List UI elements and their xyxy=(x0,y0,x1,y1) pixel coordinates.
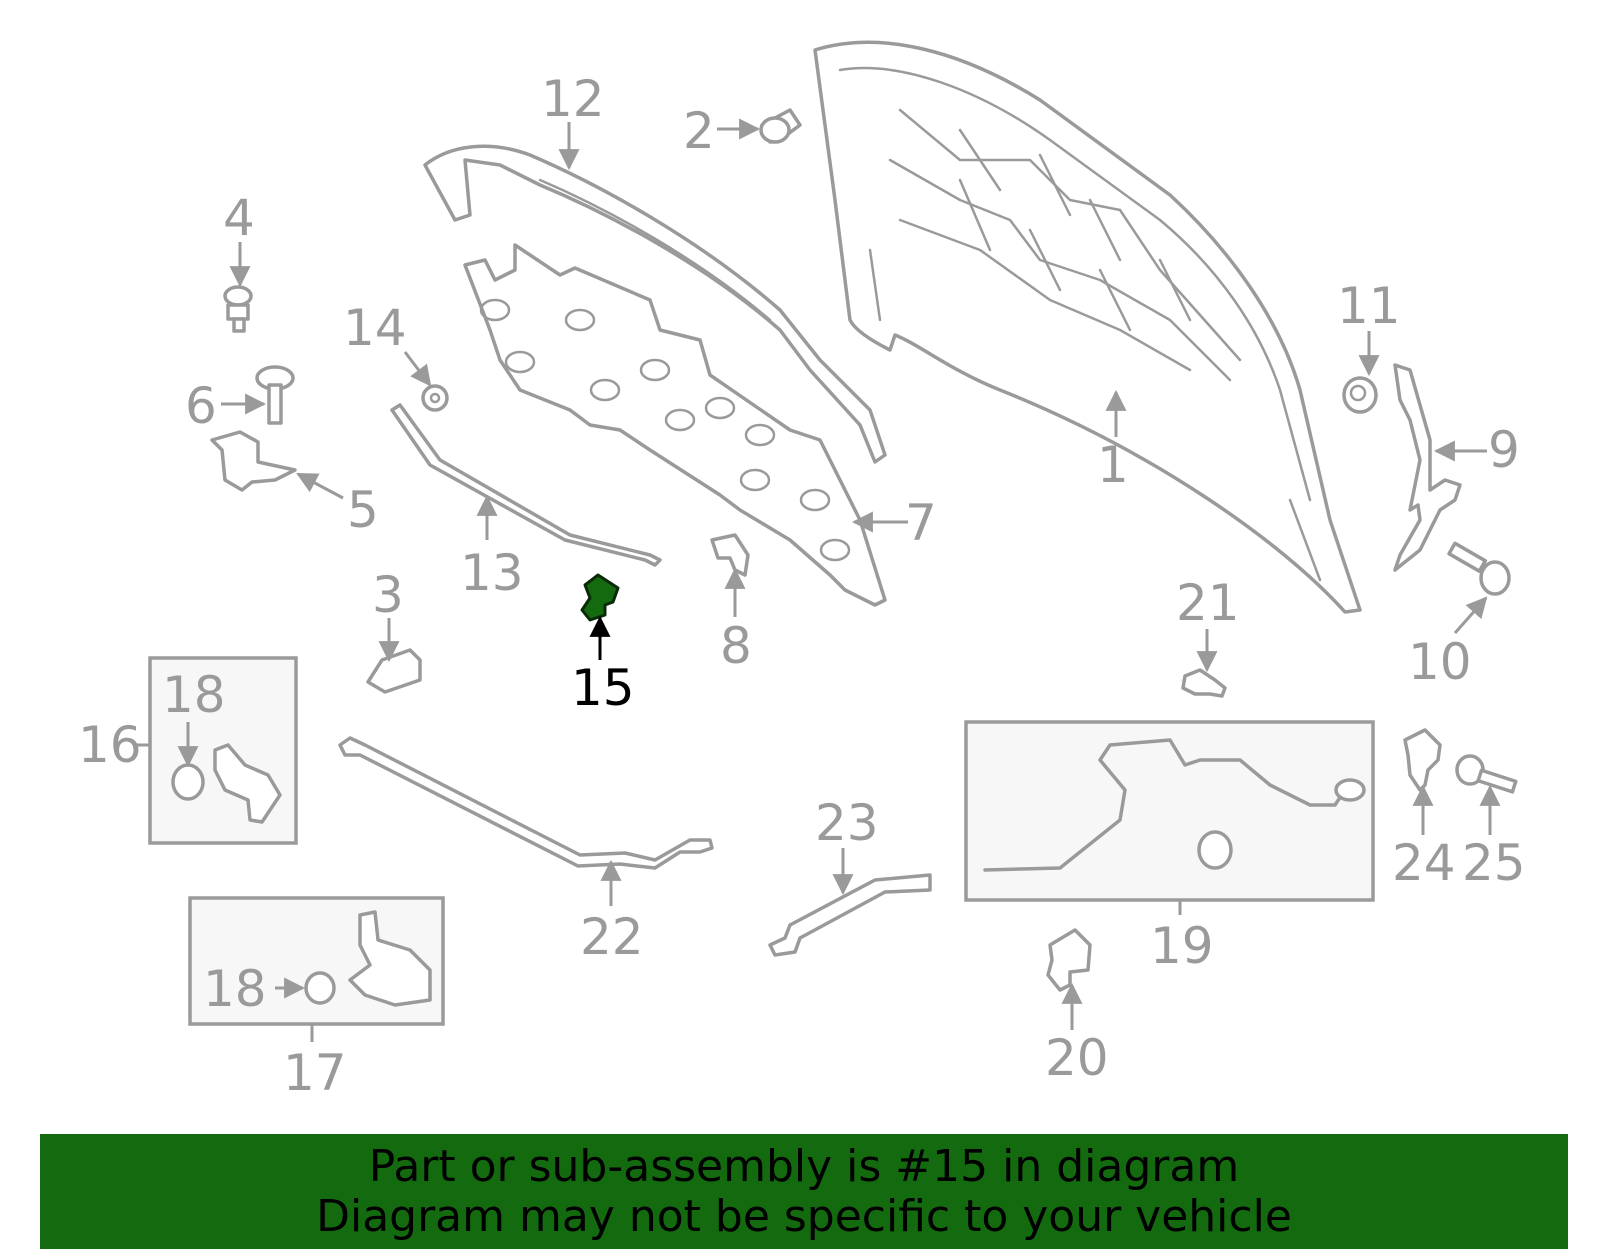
assembly-box-19 xyxy=(964,720,1375,902)
callout-10: 10 xyxy=(1408,633,1472,691)
clip-24 xyxy=(1403,728,1442,792)
callout-7: 7 xyxy=(905,494,937,552)
bolt xyxy=(255,365,295,425)
hinge-bolt xyxy=(1447,541,1511,596)
callout-8: 8 xyxy=(720,617,752,675)
callout-23: 23 xyxy=(815,794,879,852)
bracket xyxy=(210,430,297,492)
bolt-25 xyxy=(1455,754,1518,794)
hood-hinge xyxy=(1393,363,1462,572)
callout-21: 21 xyxy=(1176,574,1240,632)
callout-11: 11 xyxy=(1337,277,1401,335)
callout-15[interactable]: 15 xyxy=(571,659,635,717)
leader-arrows xyxy=(135,118,1501,1042)
info-banner: Part or sub-assembly is #15 in diagram D… xyxy=(40,1134,1568,1249)
callout-9: 9 xyxy=(1488,421,1520,479)
washer xyxy=(421,384,449,412)
hood-insulator xyxy=(463,243,887,607)
connector xyxy=(1181,668,1227,698)
callout-12: 12 xyxy=(541,70,605,128)
highlighted-part-15[interactable] xyxy=(580,573,620,622)
callout-4: 4 xyxy=(223,189,255,247)
callout-5: 5 xyxy=(347,481,379,539)
bracket-20 xyxy=(1046,928,1092,992)
cable-19 xyxy=(983,738,1366,872)
push-clip xyxy=(223,285,253,333)
callout-18-box16: 18 xyxy=(162,666,226,724)
hood-panel xyxy=(813,40,1362,614)
latch-16 xyxy=(171,743,282,824)
nut xyxy=(1342,376,1378,414)
callout-13: 13 xyxy=(460,544,524,602)
callout-20: 20 xyxy=(1045,1029,1109,1087)
hood-seal xyxy=(423,144,887,464)
latch-17 xyxy=(304,910,432,1007)
bumper-pad xyxy=(366,648,422,694)
callout-24: 24 xyxy=(1392,834,1456,892)
release-cable xyxy=(338,736,714,870)
callout-3: 3 xyxy=(372,566,404,624)
callout-labels: 1 2 3 4 5 6 7 8 9 10 11 12 13 14 15 16 1… xyxy=(78,70,1526,1102)
callout-18-box17: 18 xyxy=(203,960,267,1018)
callout-19: 19 xyxy=(1150,917,1214,975)
cable xyxy=(768,873,932,957)
callout-1: 1 xyxy=(1097,436,1129,494)
callout-6: 6 xyxy=(185,377,217,435)
callout-2: 2 xyxy=(683,102,715,160)
banner-line-1: Part or sub-assembly is #15 in diagram xyxy=(368,1141,1240,1192)
small-bracket xyxy=(710,533,750,577)
hood-bumper xyxy=(759,108,802,144)
callout-22: 22 xyxy=(580,908,644,966)
callout-17: 17 xyxy=(283,1044,347,1102)
callout-14: 14 xyxy=(343,299,407,357)
callout-16: 16 xyxy=(78,716,142,774)
callout-25: 25 xyxy=(1462,834,1526,892)
banner-line-2: Diagram may not be specific to your vehi… xyxy=(316,1191,1292,1242)
prop-rod xyxy=(390,403,662,567)
